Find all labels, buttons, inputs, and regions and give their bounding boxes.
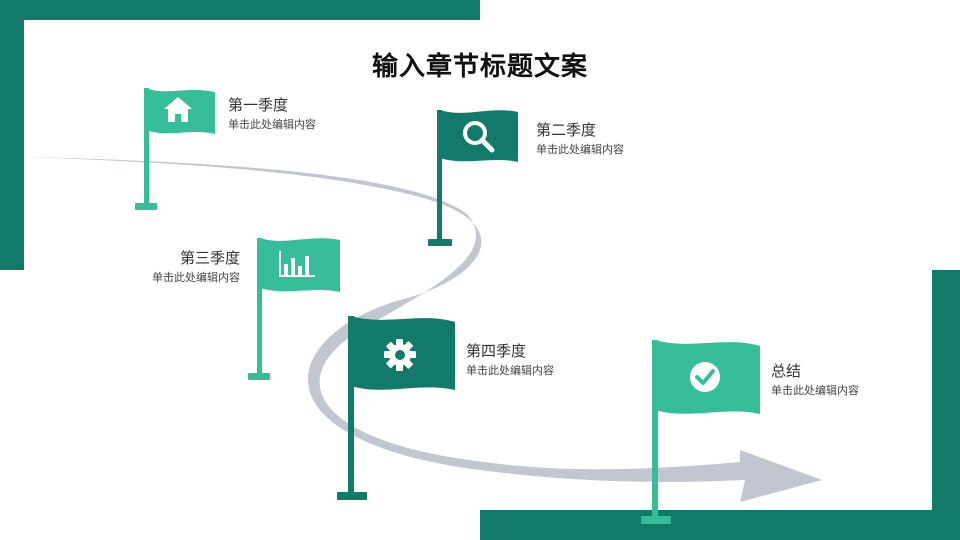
- flag-q2: [428, 110, 518, 246]
- milestone-summary-text: 单击此处编辑内容: [771, 384, 859, 397]
- flag-q1: [135, 88, 215, 210]
- milestone-q2-heading: 第二季度: [536, 121, 597, 139]
- bar-chart-icon: [279, 251, 315, 277]
- milestone-q3-label: 第三季度 单击此处编辑内容: [130, 248, 240, 286]
- milestone-summary-heading: 总结: [771, 362, 802, 380]
- milestone-summary-label: 总结 单击此处编辑内容: [771, 361, 859, 399]
- search-icon: [463, 121, 495, 153]
- milestone-q3-heading: 第三季度: [179, 249, 240, 267]
- flag-q4: [337, 316, 455, 500]
- flag-q3: [248, 238, 340, 380]
- flag-summary: [641, 340, 760, 524]
- milestone-q4-text: 单击此处编辑内容: [466, 364, 554, 377]
- milestone-q1-text: 单击此处编辑内容: [228, 118, 316, 131]
- milestone-q1-heading: 第一季度: [228, 96, 289, 114]
- milestone-q2-label: 第二季度 单击此处编辑内容: [536, 120, 624, 158]
- gear-icon: [384, 339, 416, 371]
- milestone-q4-heading: 第四季度: [466, 342, 527, 360]
- page-title: 输入章节标题文案: [371, 52, 588, 82]
- road-arrow: [28, 157, 822, 502]
- milestone-q2-text: 单击此处编辑内容: [536, 143, 624, 156]
- milestone-q4-label: 第四季度 单击此处编辑内容: [466, 341, 554, 379]
- home-icon: [164, 97, 192, 122]
- milestone-q1-label: 第一季度 单击此处编辑内容: [228, 95, 316, 133]
- milestone-q3-text: 单击此处编辑内容: [152, 271, 240, 284]
- check-circle-icon: [690, 362, 720, 392]
